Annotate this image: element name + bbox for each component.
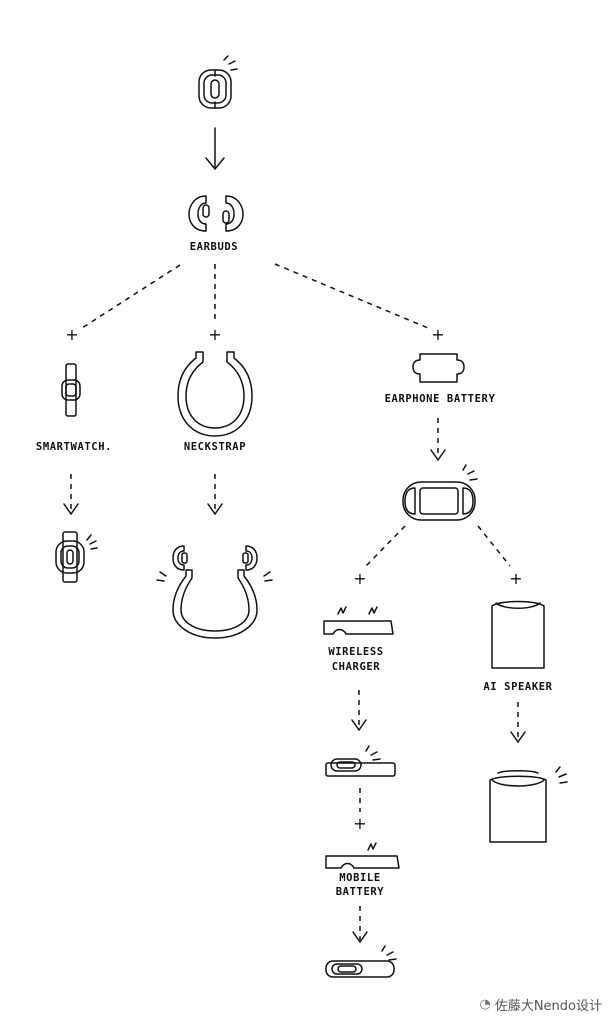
- ai-speaker-icon: [491, 600, 545, 669]
- earphone-battery-label: EARPHONE BATTERY: [385, 393, 496, 405]
- plus-sign-ai-speaker: +: [509, 569, 522, 588]
- mobile-battery-with-earphone-battery-icon: [325, 945, 397, 978]
- plus-sign-wireless-charger: +: [353, 569, 366, 588]
- wireless-charger-icon: [323, 606, 394, 635]
- branch-line-wireless-charger: [365, 525, 406, 567]
- plus-sign-neckstrap: +: [208, 325, 221, 344]
- smartwatch-with-earbud-icon: [55, 531, 98, 583]
- wireless-charger-with-earphone-battery-icon: [325, 745, 396, 777]
- watermark: ◔ 佐藤大Nendo设计: [479, 995, 602, 1014]
- plus-sign-mobile-battery: +: [353, 814, 366, 833]
- smartwatch-label: SMARTWATCH.: [36, 441, 112, 453]
- arrow-down-icon: [351, 690, 367, 732]
- earphone-battery-icon: [412, 353, 465, 383]
- smartwatch-icon: [61, 363, 81, 417]
- earphone-battery-with-earbuds-icon: [402, 464, 478, 521]
- ai-speaker-with-earphone-battery-icon: [489, 766, 568, 843]
- mobile-battery-label-line1: MOBILE: [339, 872, 381, 884]
- wireless-charger-label-line2: CHARGER: [332, 661, 381, 673]
- earbud-unit-icon: [198, 55, 238, 109]
- branch-line-earphone-battery: [274, 263, 429, 329]
- neckstrap-icon: [177, 351, 253, 437]
- arrow-down-icon: [205, 127, 225, 171]
- arrow-down-icon: [430, 418, 446, 462]
- arrow-down-icon: [63, 474, 79, 516]
- plus-sign-earphone-battery: +: [431, 325, 444, 344]
- ai-speaker-label: AI SPEAKER: [483, 681, 552, 693]
- arrow-down-icon: [207, 474, 223, 516]
- plus-sign-smartwatch: +: [65, 325, 78, 344]
- wechat-icon: ◔: [479, 997, 491, 1012]
- neckstrap-with-earbuds-icon: [156, 545, 273, 639]
- arrow-down-icon: [510, 702, 526, 744]
- watermark-text: 佐藤大Nendo设计: [494, 999, 602, 1014]
- mobile-battery-icon: [325, 842, 400, 869]
- mobile-battery-label-line2: BATTERY: [336, 886, 385, 898]
- earbuds-pair-icon: [188, 195, 244, 232]
- earbuds-label: EARBUDS: [190, 241, 238, 253]
- branch-line-smartwatch: [81, 264, 181, 329]
- arrow-down-icon: [352, 906, 368, 944]
- branch-line-ai-speaker: [477, 525, 511, 567]
- neckstrap-label: NECKSTRAP: [184, 441, 246, 453]
- wireless-charger-label-line1: WIRELESS: [328, 646, 383, 658]
